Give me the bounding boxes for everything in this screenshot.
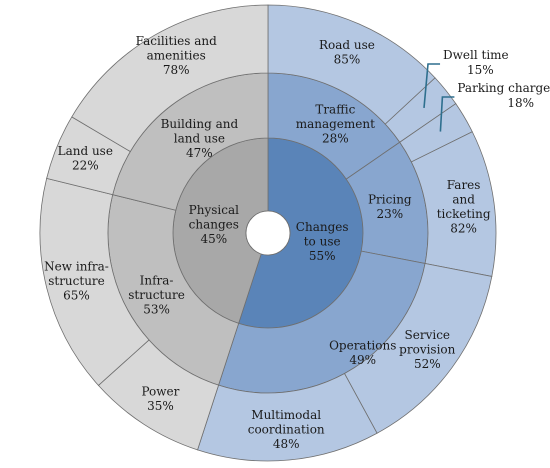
segment-value: 49% [349, 353, 376, 367]
segment-name: Infra- [140, 273, 174, 287]
segment-name: structure [128, 288, 185, 302]
segment-name: Fares [447, 178, 481, 192]
segment-value: 18% [507, 96, 534, 110]
segment-value: 28% [322, 132, 349, 146]
segment-value: 53% [143, 302, 170, 316]
center-hole [245, 210, 291, 256]
segment-name: Power [141, 384, 179, 398]
segment-name: Changes [296, 220, 349, 234]
segment-name: Multimodal [251, 408, 321, 422]
segment-name: Land use [58, 144, 113, 158]
segment-name: Dwell time [443, 48, 509, 62]
segment-value: 85% [334, 52, 361, 66]
segment-name: Physical [189, 203, 239, 217]
segment-name: to use [304, 235, 341, 249]
segment-value: 82% [450, 221, 477, 235]
callout-line-dwell-time [423, 63, 441, 108]
segment-value: 78% [163, 63, 190, 77]
segment-name: New infra- [44, 259, 109, 273]
segment-name: and [452, 192, 475, 206]
chart-wedges [39, 4, 497, 462]
segment-name: Parking charges [457, 81, 550, 95]
segment-value: 15% [467, 63, 494, 77]
segment-name: changes [189, 217, 239, 231]
segment-value: 48% [273, 437, 300, 451]
segment-name: Road use [319, 38, 375, 52]
segment-value: 22% [72, 159, 99, 173]
segment-value: 65% [63, 288, 90, 302]
segment-name: Facilities and [136, 34, 218, 48]
segment-name: amenities [147, 49, 206, 63]
callout-line-parking-charges [439, 96, 455, 132]
segment-value: 55% [309, 249, 336, 263]
wedge-facilities-and-amenities [71, 4, 269, 153]
segment-name: Building and [161, 117, 239, 131]
segment-value: 47% [186, 146, 213, 160]
segment-name: management [296, 117, 375, 131]
segment-name: provision [399, 343, 455, 357]
segment-name: Operations [329, 339, 396, 353]
chart-callouts [423, 63, 455, 132]
segment-name: land use [174, 132, 225, 146]
segment-name: Pricing [368, 193, 412, 207]
segment-name: Service [405, 328, 451, 342]
segment-value: 23% [376, 207, 403, 221]
segment-value: 35% [147, 399, 174, 413]
segment-name: ticketing [437, 207, 491, 221]
segment-name: Traffic [315, 103, 355, 117]
segment-name: structure [48, 274, 105, 288]
segment-value: 52% [414, 357, 441, 371]
segment-value: 45% [200, 232, 227, 246]
segment-name: coordination [248, 423, 325, 437]
